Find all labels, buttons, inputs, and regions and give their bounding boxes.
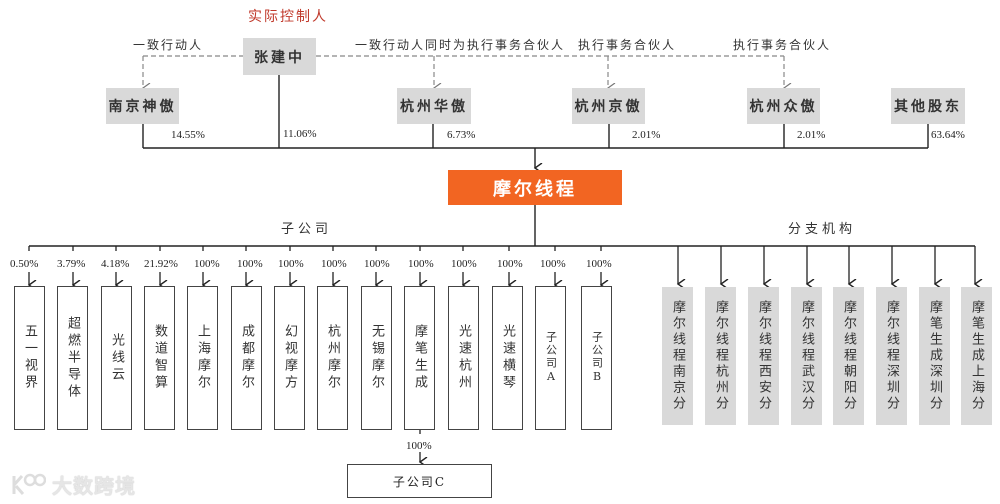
subsidiary-name: 子公司B (590, 331, 604, 385)
shareholder-name: 杭州华傲 (400, 99, 468, 115)
shareholding-pct: 63.64% (931, 129, 965, 141)
subsidiary-box[interactable]: 上海摩尔 (187, 286, 218, 430)
subsidiary-name: 光速杭州 (456, 324, 471, 392)
shareholder-box-others[interactable]: 其他股东 (891, 88, 965, 124)
subsidiary-name: 光线云 (109, 332, 124, 384)
subsidiary-box[interactable]: 成都摩尔 (231, 286, 262, 430)
subsidiary-name: 幻视摩方 (282, 324, 297, 392)
relation-label-concert: 一致行动人 (133, 38, 204, 52)
branch-box[interactable]: 摩尔线程深圳分 (876, 287, 907, 425)
relation-label-gp-2: 执行事务合伙人 (733, 38, 832, 52)
subsidiary-pct: 100% (194, 258, 220, 270)
branch-name: 摩尔线程西安分 (756, 300, 771, 412)
subsidiary-box[interactable]: 五一视界 (14, 286, 45, 430)
shareholder-name: 杭州众傲 (749, 99, 818, 115)
sub-subsidiary-pct: 100% (406, 440, 432, 452)
subsidiary-pct: 100% (237, 258, 263, 270)
subsidiary-pct: 100% (278, 258, 304, 270)
subsidiary-box[interactable]: 杭州摩尔 (317, 286, 348, 430)
subsidiary-pct: 100% (364, 258, 390, 270)
shareholder-box-hangzhou-zhongao[interactable]: 杭州众傲 (747, 88, 820, 124)
actual-controller-label: 实际控制人 (248, 9, 328, 25)
controller-name: 张建中 (254, 49, 305, 66)
subsidiary-box[interactable]: 光速横琴 (492, 286, 523, 430)
subsidiary-pct: 4.18% (101, 258, 130, 270)
subsidiary-name: 超燃半导体 (65, 315, 80, 401)
subsidiary-box[interactable]: 光线云 (101, 286, 132, 430)
shareholding-pct: 2.01% (632, 129, 661, 141)
subsidiary-pct: 3.79% (57, 258, 86, 270)
branch-name: 摩笔生成上海分 (969, 300, 984, 412)
subsidiary-box[interactable]: 摩笔生成 (404, 286, 435, 430)
branch-box[interactable]: 摩尔线程杭州分 (705, 287, 736, 425)
subsidiary-pct: 100% (497, 258, 523, 270)
controller-box[interactable]: 张建中 (243, 38, 316, 75)
subsidiary-box[interactable]: 幻视摩方 (274, 286, 305, 430)
subsidiaries-section-label: 子公司 (281, 222, 333, 237)
branch-name: 摩尔线程杭州分 (713, 300, 728, 412)
subsidiary-pct: 100% (321, 258, 347, 270)
company-name: 摩尔线程 (493, 178, 577, 200)
subsidiary-pct: 0.50% (10, 258, 39, 270)
watermark-text: 大数跨境 (52, 474, 136, 498)
subsidiary-name: 光速横琴 (500, 324, 515, 392)
subsidiary-name: 上海摩尔 (195, 324, 210, 392)
relation-label-concert-gp: 一致行动人同时为执行事务合伙人 (355, 38, 566, 52)
shareholder-box-nanjing-shenao[interactable]: 南京神傲 (106, 88, 179, 124)
branch-box[interactable]: 摩尔线程朝阳分 (833, 287, 864, 425)
watermark-logo-icon (12, 473, 46, 495)
subsidiary-name: 数道智算 (152, 324, 167, 392)
subsidiary-name: 杭州摩尔 (325, 324, 340, 392)
subsidiary-box[interactable]: 子公司B (581, 286, 612, 430)
company-box-moore-threads[interactable]: 摩尔线程 (448, 170, 622, 205)
shareholder-name: 南京神傲 (108, 99, 177, 115)
branch-box[interactable]: 摩笔生成深圳分 (919, 287, 950, 425)
branch-box[interactable]: 摩尔线程武汉分 (791, 287, 822, 425)
branch-box[interactable]: 摩尔线程西安分 (748, 287, 779, 425)
subsidiary-pct: 21.92% (144, 258, 178, 270)
subsidiary-name: 成都摩尔 (239, 324, 254, 392)
shareholding-pct: 11.06% (283, 128, 317, 140)
subsidiary-box[interactable]: 数道智算 (144, 286, 175, 430)
subsidiary-box[interactable]: 子公司A (535, 286, 566, 430)
subsidiary-pct: 100% (540, 258, 566, 270)
branch-box[interactable]: 摩笔生成上海分 (961, 287, 992, 425)
branches-section-label: 分支机构 (788, 222, 857, 237)
shareholding-pct: 6.73% (447, 129, 476, 141)
subsidiary-name: 摩笔生成 (412, 324, 427, 392)
shareholder-name: 其他股东 (894, 99, 962, 115)
shareholder-box-hangzhou-jingao[interactable]: 杭州京傲 (572, 88, 645, 124)
branch-name: 摩尔线程南京分 (670, 300, 685, 412)
shareholder-name: 杭州京傲 (574, 99, 643, 115)
relation-label-gp-1: 执行事务合伙人 (578, 38, 677, 52)
subsidiary-box[interactable]: 超燃半导体 (57, 286, 88, 430)
shareholding-pct: 2.01% (797, 129, 826, 141)
watermark: 大数跨境 (10, 470, 136, 499)
branch-box[interactable]: 摩尔线程南京分 (662, 287, 693, 425)
shareholding-pct: 14.55% (171, 129, 205, 141)
subsidiary-name: 无锡摩尔 (369, 324, 384, 392)
subsidiary-name: 子公司A (544, 331, 558, 385)
sub-subsidiary-box-c[interactable]: 子公司C (347, 464, 492, 498)
branch-name: 摩尔线程朝阳分 (841, 300, 856, 412)
branch-name: 摩尔线程武汉分 (799, 300, 814, 412)
branch-name: 摩笔生成深圳分 (927, 300, 942, 412)
branch-name: 摩尔线程深圳分 (884, 300, 899, 412)
shareholder-box-hangzhou-huaao[interactable]: 杭州华傲 (397, 88, 471, 124)
subsidiary-box[interactable]: 光速杭州 (448, 286, 479, 430)
subsidiary-name: 五一视界 (22, 324, 37, 392)
sub-subsidiary-name: 子公司C (392, 474, 447, 489)
subsidiary-pct: 100% (451, 258, 477, 270)
subsidiary-pct: 100% (586, 258, 612, 270)
subsidiary-pct: 100% (408, 258, 434, 270)
subsidiary-box[interactable]: 无锡摩尔 (361, 286, 392, 430)
